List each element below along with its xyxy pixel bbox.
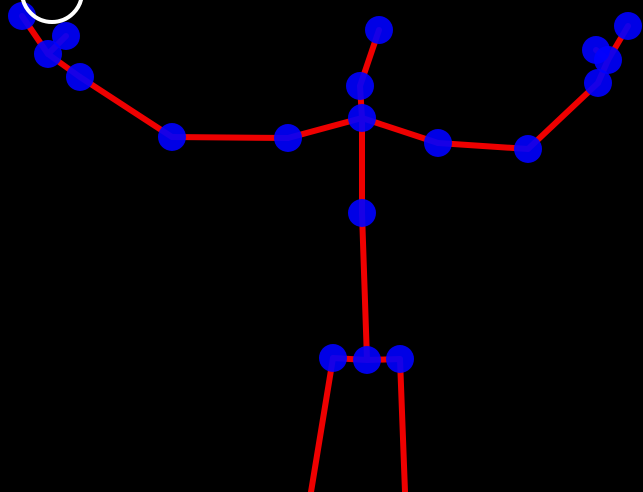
joint-left-wrist [66,63,94,91]
joint-head [365,16,393,44]
joint-right-hand-tip [614,12,642,40]
bone-right-elbow-to-right-wrist [528,83,598,149]
bone-left-elbow-to-left-shoulder [172,137,288,138]
joint-hip-left [319,344,347,372]
bone-hip-right-to-right-leg-end [400,359,405,492]
bone-spine-mid-to-spine-base [362,213,367,360]
bone-left-wrist-to-left-elbow [80,77,172,137]
joint-hip-right [386,345,414,373]
joint-spine-mid [348,199,376,227]
bone-hip-left-to-left-leg-end [311,358,333,492]
bones-layer [22,16,628,492]
joint-right-hand-thumb [582,36,610,64]
joints-layer [8,2,642,374]
joint-right-elbow [514,135,542,163]
joint-left-elbow [158,123,186,151]
joint-left-hand [34,40,62,68]
joint-left-shoulder [274,124,302,152]
joint-right-shoulder [424,129,452,157]
joint-spine-shoulder [348,104,376,132]
joint-neck [346,72,374,100]
joint-spine-base [353,346,381,374]
